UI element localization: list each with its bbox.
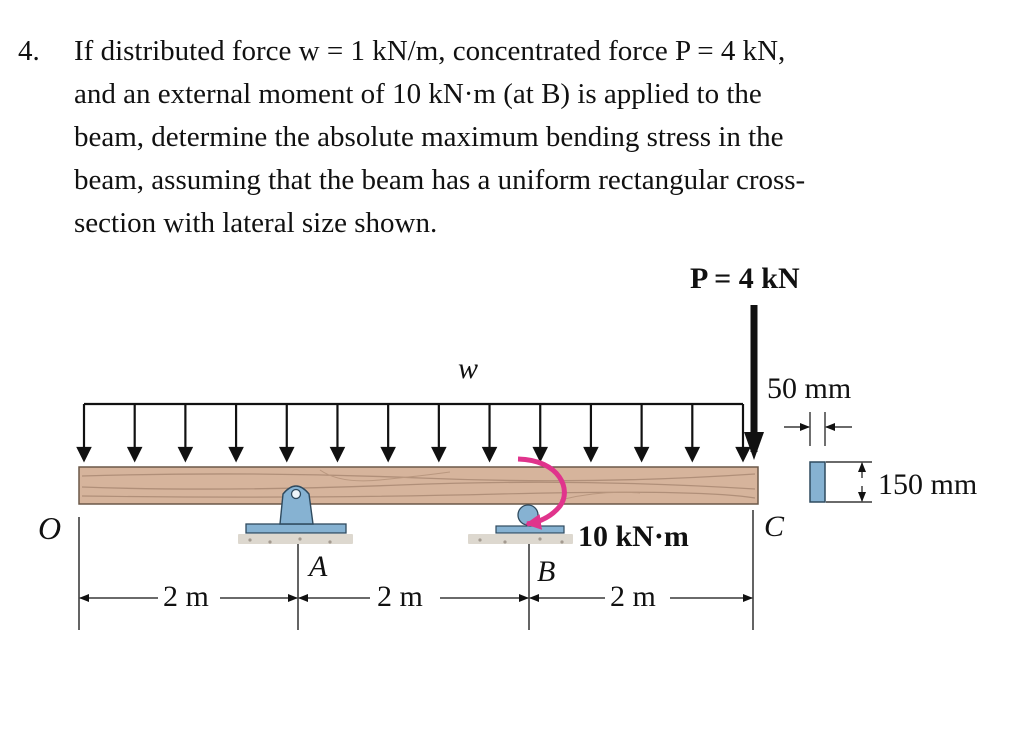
distributed-load-arrowhead	[380, 446, 396, 463]
problem-line-2: and an external moment of 10 kN·m (at B)…	[74, 78, 762, 110]
distributed-load-arrowhead	[329, 446, 346, 463]
problem-line-4: beam, assuming that the beam has a unifo…	[74, 164, 806, 196]
problem-statement: 4. If distributed force w = 1 kN/m, conc…	[18, 30, 1008, 245]
problem-number: 4.	[18, 35, 40, 67]
problem-line-3: beam, determine the absolute maximum ben…	[74, 121, 784, 153]
section-height-label: 150 mm	[878, 468, 978, 501]
moment-label: 10 kN·m	[578, 520, 689, 553]
point-b-label: B	[537, 555, 556, 588]
point-load-arrowhead	[744, 432, 764, 460]
pin-support-a	[238, 485, 353, 544]
point-a-label: A	[309, 550, 328, 583]
distributed-load-arrowhead	[76, 446, 92, 463]
dimension-oa: 2 m	[163, 580, 209, 613]
problem-line-1: If distributed force w = 1 kN/m, concent…	[74, 35, 786, 67]
problem-line-5: section with lateral size shown.	[74, 207, 438, 239]
distributed-load-arrows	[76, 402, 751, 463]
distributed-load-arrowhead	[431, 446, 447, 463]
wood-beam	[78, 466, 759, 505]
distributed-load-arrowhead	[481, 446, 498, 463]
distributed-load-arrowhead	[633, 446, 650, 463]
distributed-load-arrowhead	[126, 446, 143, 463]
distributed-load-label: w	[458, 352, 479, 385]
moment-arrow	[517, 456, 567, 530]
distributed-load-arrowhead	[177, 446, 194, 463]
cross-section	[784, 412, 872, 503]
point-c-label: C	[764, 510, 785, 543]
distributed-load-arrowhead	[735, 446, 751, 463]
section-width-label: 50 mm	[767, 372, 852, 405]
point-load-label: P = 4 kN	[690, 262, 800, 295]
reference-lines	[78, 510, 754, 630]
distributed-load-arrowhead	[532, 446, 549, 463]
dimension-bc: 2 m	[610, 580, 656, 613]
point-o-label: O	[38, 510, 62, 546]
distributed-load-arrowhead	[228, 446, 244, 463]
distributed-load-arrowhead	[583, 446, 599, 463]
distributed-load-arrowhead	[278, 446, 295, 463]
distributed-load-arrowhead	[684, 446, 701, 463]
dimension-ab: 2 m	[377, 580, 423, 613]
